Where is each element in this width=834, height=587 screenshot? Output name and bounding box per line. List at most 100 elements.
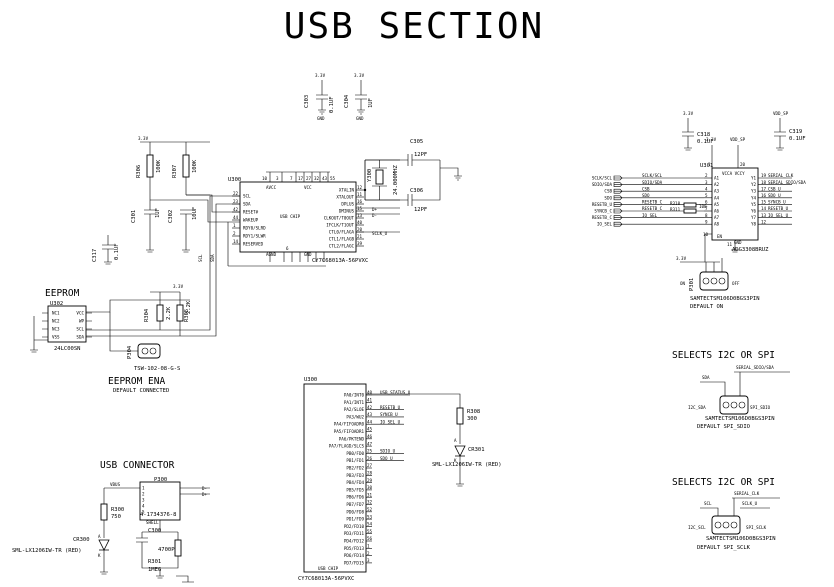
u301-left-pin-num: 9 [705,219,708,224]
u300-top-pin-27: 27 [306,176,312,181]
usb-pin-num: 1 [142,486,145,491]
u300-right-pin-num: 16 [357,199,363,204]
u300-port-pin-num: 2 [367,551,370,556]
u301-right-pin-num: 16 [761,193,767,198]
cr301-part: SML-LX1206IW-TR (RED) [432,462,502,468]
u300-port-pin-num: 28 [367,471,373,476]
u300-port-pin-name: PA6/PKTEND [339,436,365,441]
u300-right-pin-name: CTL0/FLAGA [329,230,355,235]
u301-mid-net: CSB [642,186,650,191]
u300-port-pin-name: PD5/FD13 [344,546,365,551]
u300-port-pin-name: PA0/INT0 [344,393,365,398]
u300-port-pin-num: 42 [367,405,373,410]
usb-net-vbus: VBUS [110,482,121,487]
r300-ref: R300 [111,507,124,513]
p304-jumper [137,343,161,359]
r310-val: 100 [699,204,707,209]
c305-ref: C305 [410,139,423,145]
u300-port-pin-name: PA5/FIFOADR1 [334,429,365,434]
u300-port-pin-num: 41 [367,398,373,403]
u300-top-pin-43: 43 [322,176,328,181]
r307-value: 100K [192,159,198,173]
u300-ref: U300 [228,177,241,183]
u301-right-net: SERIAL_CLK [768,173,794,178]
sel2-left: I2C_SCL [688,525,706,530]
u301-left-net: SDO [604,195,612,200]
sel1-sda: SDA [702,375,710,380]
u301-left-pin-num: 3 [705,180,708,185]
select-i2c-spi-1: SELECTS I2C OR SPI SERIAL_SDIO/SDA SDA I… [672,350,790,430]
sel1-top-net: SERIAL_SDIO/SDA [736,365,774,370]
u301-left-pin-name: A8 [714,222,720,227]
u301-right-pin-name: Y6 [751,209,757,214]
cr301-k: K [454,458,457,463]
u300-left-pin-num: 1 [233,223,236,228]
p301-part: SAMTECTSM106D0BGS3PIN [690,296,760,302]
sel2-scl: SCL [704,501,712,506]
u300-port-net: SDIO_U [380,449,396,454]
u301-left-pin-num: 5 [705,193,708,198]
u300-right-pin-name: DMINUS [339,209,355,214]
u300-right-pin-name: DPLUS [341,202,354,207]
u300-right-pin-name: CTL1/FLAGB [329,237,355,242]
u301-right-pin-num: 14 [761,206,767,211]
usb-connector-heading: USB CONNECTOR [100,460,175,471]
pullup-reset-network: 3.3V R306 100K R307 100K C301 1UF C302 1… [92,136,240,265]
eeprom-pullup-power: 3.3V [173,284,184,289]
u300-port-pin-name: PD3/FD11 [344,531,365,536]
c303-value: 0.1UF [329,96,335,113]
u300-body [239,181,357,253]
eeprom-heading: EEPROM [45,288,80,299]
u301-left-net: SCLK/SCL [592,176,613,181]
c319-ref: C319 [789,129,802,135]
u301-left-pin-num: 8 [705,213,708,218]
u300-port-pin-num: 53 [367,514,373,519]
usb-connector-shell: SHELL [146,520,159,525]
u300-left-pin-name: RDY1/SLWR [243,234,266,239]
eeprom-pin-name-left: NC2 [52,319,60,324]
u300-net-sclk: SCLK_U [372,231,388,236]
u300-left-pin-name: RDY0/SLRD [243,226,266,231]
u300-right-pin-num: 21 [357,234,363,239]
eeprom-pin-name-left: VSS [52,335,60,340]
u300-top-pin-3: 3 [276,176,279,181]
usb-net-dm: D- [202,486,207,491]
u300-top-pin-10: 10 [262,176,268,181]
usb-pin-num: 3 [142,498,145,503]
u301-vcc-pin-1: 1 [708,162,711,167]
u300-main-symbol: U300 USB CHIP CY7C68013A-56PVXC AVCC VCC… [227,171,400,267]
u301-left-pin-name: A4 [714,195,720,200]
sel2-right: SPI_SCLK [746,525,767,530]
u300-port-pin-num: 43 [367,412,373,417]
u300-right-pin-num: 12 [357,185,363,190]
u301-left-pin-name: A3 [714,189,720,194]
u301-left-pin-name: A5 [714,202,720,207]
u300-port-pin-name: PA7/FLAGD/SLCS [329,444,365,449]
c302-value: 10UF [192,207,198,220]
c304-power-label: 3.3V [354,73,365,78]
u300-right-pin-num: 20 [357,227,363,232]
eeprom-pin-name-right: SCL [76,327,84,332]
u300-port-pin-name: PD7/FD15 [344,560,365,565]
usb-connector-part: 4-1734376-8 [140,512,176,518]
u300-vcc: VCC [304,185,312,190]
u300-port-pin-num: 26 [367,456,373,461]
u300-port-net: USB_STATUS_U [380,390,411,395]
u301-right-net: SDO_U [768,193,781,198]
u300-right-pin-num: 39 [357,241,363,246]
p301-off: OFF [732,281,740,286]
i2c-bus-wires: SCL SDA [85,195,240,337]
u300-port-part: CY7C68013A-56PVXC [298,576,354,582]
c303-gnd: GND [317,116,325,121]
u300-port-pin-name: PA4/FIFOADR0 [334,422,365,427]
u300-left-pin-name: SDA [243,202,251,207]
sel1-right: SPI_SDIO [750,405,771,410]
u301-left-pin-num: 2 [705,173,708,178]
cap-c303-group: 3.3V C303 0.1UF GND [304,73,335,121]
u300-right-pin-name: XTALOUT [336,195,354,200]
pullup-power-label: 3.3V [138,136,149,141]
u301-left-pin-num: 6 [705,200,708,205]
status-led-section: R308 300 A CR301 SML-LX1206IW-TR (RED) K [366,393,502,487]
c319-power: VDD_SP [773,111,789,116]
u301-right-pin-num: 15 [761,200,767,205]
